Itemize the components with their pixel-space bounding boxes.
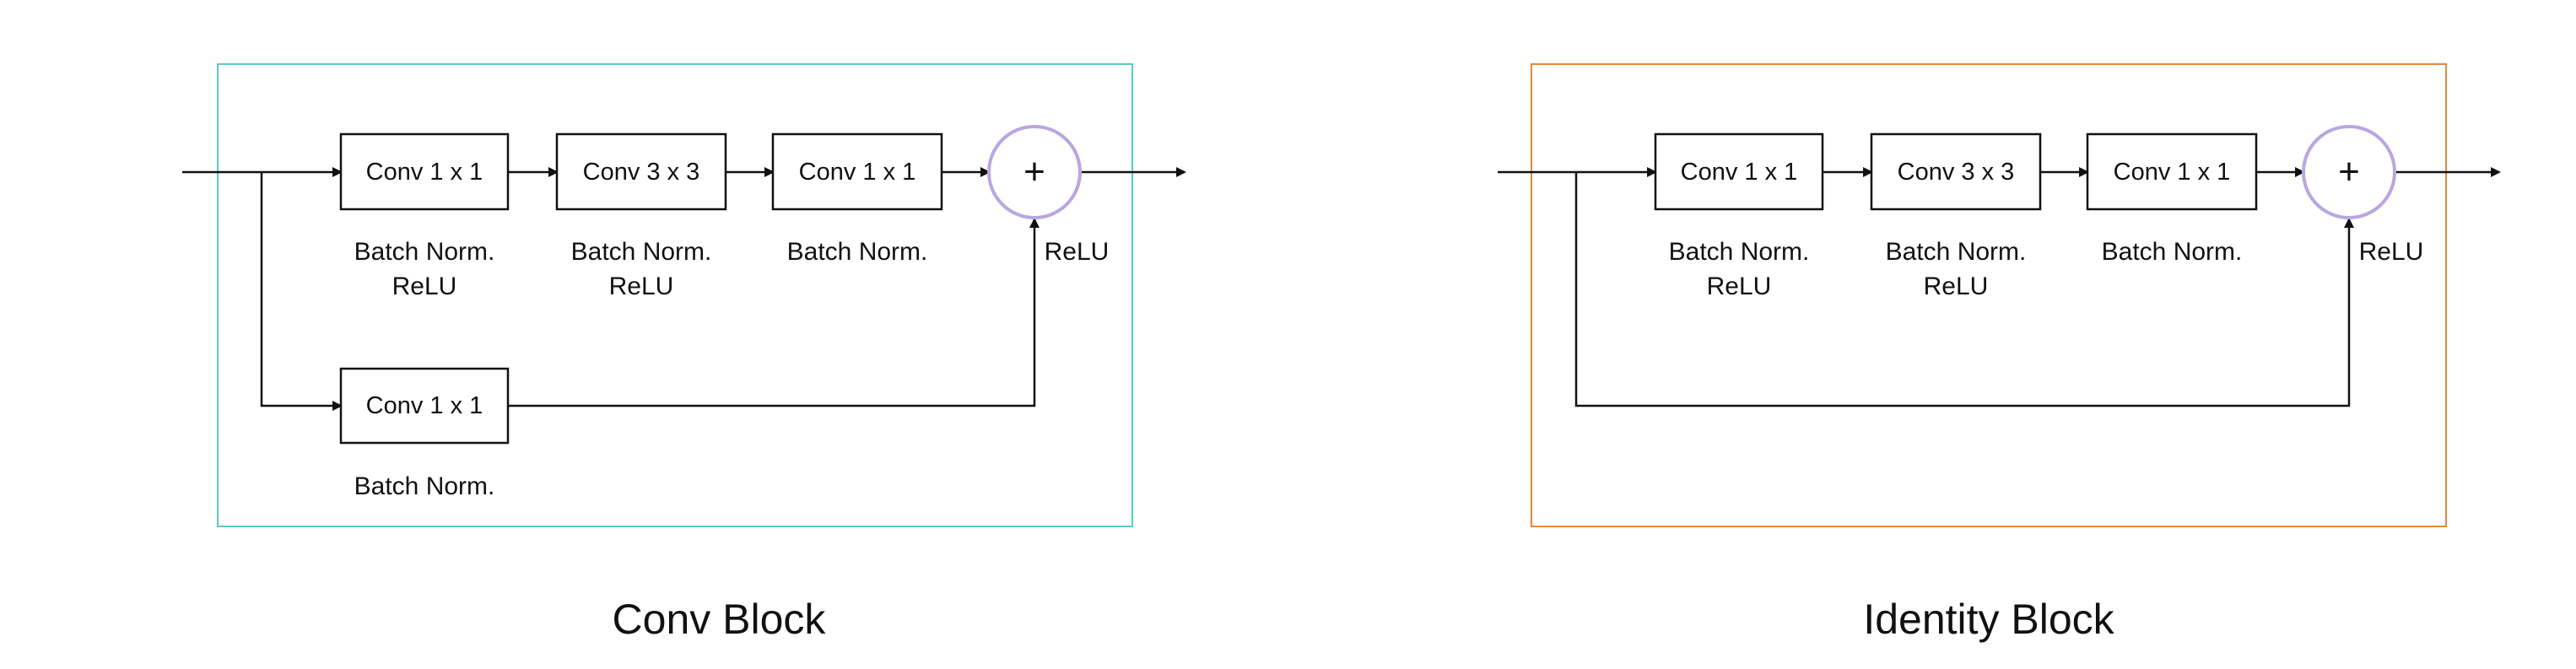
conv-box [555, 132, 727, 211]
conv-main-layer-2: Conv 3 x 3 Batch Norm. ReLU [555, 132, 727, 300]
plus-icon: + [2338, 151, 2360, 192]
conv-sub-label: ReLU [1924, 272, 1989, 300]
conv-sub-label: Batch Norm. [571, 238, 712, 266]
adder-circle [987, 125, 1082, 219]
conv-main-layer-1: Conv 1 x 1 Batch Norm. ReLU [339, 132, 510, 300]
conv-sub-label: ReLU [609, 272, 674, 300]
conv-sub-label: Batch Norm. [2102, 238, 2243, 266]
conv-sub-label: Batch Norm. [787, 238, 928, 266]
identity-main-layer-2: Conv 3 x 3 Batch Norm. ReLU [1870, 132, 2042, 300]
identity-main-layer-3: Conv 1 x 1 Batch Norm. [2086, 132, 2258, 266]
identity-block-caption: Identity Block [1863, 596, 2114, 643]
conv-box [771, 132, 943, 211]
conv-box-label: Conv 1 x 1 [366, 159, 483, 186]
conv-box [339, 367, 510, 445]
conv-sub-label: Batch Norm. [354, 472, 495, 500]
conv-box-label: Conv 1 x 1 [1681, 159, 1798, 186]
conv-shortcut-branch [260, 172, 343, 411]
conv-shortcut-return [508, 218, 1040, 407]
conv-block-border [217, 63, 1133, 527]
adder-circle [2302, 125, 2396, 219]
conv-sub-label: Batch Norm. [354, 238, 495, 266]
conv-sub-label: ReLU [1707, 272, 1772, 300]
identity-adder: + ReLU [2302, 125, 2424, 266]
conv-sub-label: Batch Norm. [1669, 238, 1810, 266]
identity-main-layer-1: Conv 1 x 1 Batch Norm. ReLU [1654, 132, 1824, 300]
conv-shortcut-layer: Conv 1 x 1 Batch Norm. [339, 367, 510, 500]
conv-adder: + ReLU [987, 125, 1110, 266]
conv-sub-label: ReLU [392, 272, 457, 300]
adder-activation-label: ReLU [2359, 238, 2424, 266]
conv-sub-label: Batch Norm. [1886, 238, 2027, 266]
conv-box-label: Conv 3 x 3 [583, 159, 700, 186]
conv-box [339, 132, 510, 211]
conv-box [1654, 132, 1824, 211]
identity-skip-connection [1574, 172, 2354, 407]
conv-box-label: Conv 1 x 1 [366, 392, 483, 419]
conv-main-layer-3: Conv 1 x 1 Batch Norm. [771, 132, 943, 266]
identity-block: Conv 1 x 1 Batch Norm. ReLU Conv 3 x 3 B… [1498, 63, 2501, 643]
conv-box-label: Conv 1 x 1 [799, 159, 916, 186]
conv-box [2086, 132, 2258, 211]
identity-block-border [1531, 63, 2447, 527]
adder-activation-label: ReLU [1045, 238, 1110, 266]
conv-box [1870, 132, 2042, 211]
conv-box-label: Conv 3 x 3 [1898, 159, 2015, 186]
conv-block-caption: Conv Block [613, 596, 827, 643]
conv-box-label: Conv 1 x 1 [2114, 159, 2231, 186]
plus-icon: + [1023, 151, 1045, 192]
conv-block: Conv 1 x 1 Batch Norm. ReLU Conv 3 x 3 B… [182, 63, 1186, 643]
